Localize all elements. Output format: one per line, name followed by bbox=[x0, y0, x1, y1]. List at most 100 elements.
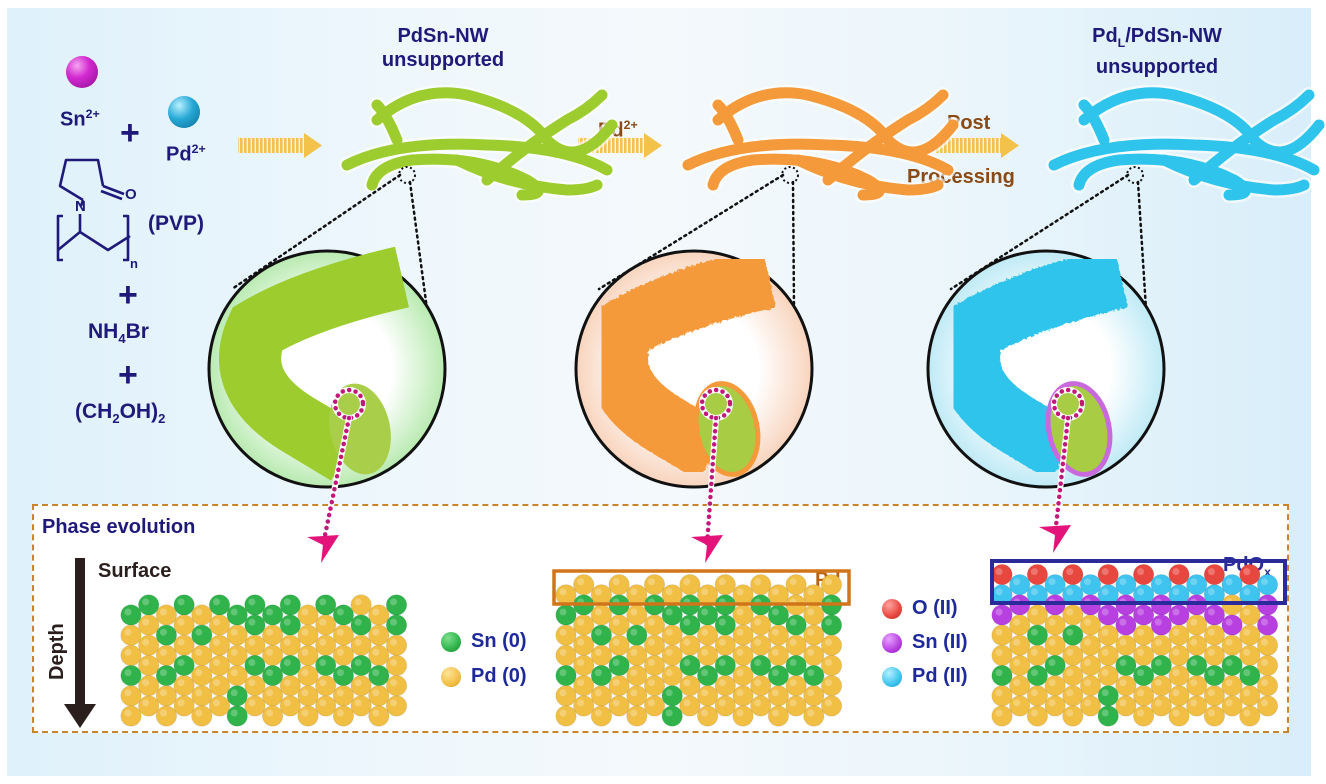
atom-Y bbox=[714, 634, 736, 656]
pd0-dot-icon bbox=[441, 666, 461, 687]
atom-Y bbox=[368, 705, 390, 727]
atom-Y bbox=[590, 584, 613, 606]
pd-ion-symbol: Pd bbox=[166, 143, 192, 166]
atom-M bbox=[991, 604, 1013, 626]
pvp-subscript-n: n bbox=[130, 256, 138, 271]
atom-M bbox=[1203, 604, 1226, 626]
atom-Y bbox=[661, 664, 683, 687]
atom-Y bbox=[1256, 675, 1279, 697]
pdsn-lattice bbox=[120, 594, 408, 727]
atom-G bbox=[244, 594, 266, 616]
atom-Y bbox=[1079, 695, 1102, 717]
pd-ion-label: Pd2+ bbox=[166, 142, 206, 167]
pd-shell-highlight-box bbox=[552, 569, 851, 606]
atom-Y bbox=[820, 695, 843, 717]
atom-Y bbox=[555, 705, 577, 727]
atom-Y bbox=[1239, 624, 1261, 646]
atom-Y bbox=[297, 604, 319, 626]
atom-G bbox=[191, 624, 213, 646]
atom-Y bbox=[155, 685, 178, 707]
atom-Y bbox=[679, 634, 701, 656]
stage3-title-subscript: L bbox=[1117, 36, 1126, 50]
pdox-label-sub: x bbox=[1264, 565, 1272, 579]
atom-Y bbox=[785, 675, 807, 697]
atom-G bbox=[991, 664, 1013, 687]
atom-G bbox=[350, 654, 372, 677]
atom-Y bbox=[767, 705, 790, 727]
atom-G bbox=[279, 654, 301, 677]
atom-Y bbox=[696, 644, 719, 667]
atom-Y bbox=[385, 675, 408, 697]
legend-label: Pd (0) bbox=[471, 665, 527, 687]
stage3-title-line1: PdL/PdSn-NW bbox=[1092, 24, 1222, 55]
nanowire-segment bbox=[1158, 154, 1310, 196]
atom-R bbox=[1203, 563, 1226, 586]
atom-Y bbox=[590, 604, 613, 626]
atom-Y bbox=[696, 584, 719, 606]
atom-Y bbox=[1168, 685, 1190, 707]
nh4br-part: Br bbox=[125, 320, 149, 343]
pd-shell-lattice bbox=[555, 574, 843, 727]
atom-Y bbox=[191, 604, 213, 626]
atom-Y bbox=[1256, 634, 1279, 656]
atom-Y bbox=[155, 604, 178, 626]
atom-Y bbox=[732, 685, 754, 707]
pvp-label: (PVP) bbox=[148, 212, 205, 235]
atom-Y bbox=[1256, 654, 1279, 677]
atom-Y bbox=[696, 624, 719, 646]
atom-C bbox=[1256, 574, 1279, 596]
nh4br-label: NH4Br bbox=[88, 320, 149, 346]
atom-Y bbox=[1150, 695, 1173, 717]
sn-ion-charge: 2+ bbox=[85, 107, 100, 121]
zoomed-wire bbox=[586, 246, 777, 481]
atom-G bbox=[332, 664, 355, 687]
nanowire-bundle-3 bbox=[1046, 84, 1326, 203]
atom-G bbox=[785, 614, 807, 636]
atom-Y bbox=[120, 644, 142, 667]
atom-G bbox=[696, 664, 719, 687]
arrow-3 bbox=[935, 133, 1019, 158]
atom-Y bbox=[315, 614, 337, 636]
sn-ion-symbol: Sn bbox=[60, 108, 86, 131]
atom-Y bbox=[155, 705, 178, 727]
zoomed-wire bbox=[219, 246, 410, 481]
atom-G bbox=[1132, 664, 1155, 687]
atom-G bbox=[279, 614, 301, 636]
atom-Y bbox=[173, 695, 195, 717]
atom-G bbox=[750, 654, 772, 677]
atom-Y bbox=[208, 695, 231, 717]
pdox-shell-highlight-box bbox=[990, 559, 1287, 605]
plus-sign-3: + bbox=[118, 356, 138, 394]
atom-Y bbox=[1097, 664, 1119, 687]
atom-Y bbox=[643, 654, 666, 677]
atom-G bbox=[1186, 654, 1208, 677]
atom-Y bbox=[1009, 675, 1031, 697]
atom-Y bbox=[173, 675, 195, 697]
atom-Y bbox=[991, 624, 1013, 646]
pvp-n-atom: N bbox=[75, 198, 86, 215]
magenta-link-arrow-1 bbox=[307, 415, 352, 563]
atom-Y bbox=[820, 634, 843, 656]
pd-ion-sphere-icon bbox=[168, 96, 200, 128]
stage3-title-pd: Pd bbox=[1092, 25, 1118, 47]
atom-Y bbox=[696, 685, 719, 707]
atom-Y bbox=[555, 584, 577, 606]
atom-G bbox=[767, 604, 790, 626]
legend-item-pd0: Pd (0) bbox=[441, 665, 527, 688]
atom-Y bbox=[173, 634, 195, 656]
atom-Y bbox=[679, 574, 701, 596]
atom-G bbox=[208, 594, 231, 616]
atom-Y bbox=[750, 675, 772, 697]
atom-Y bbox=[1062, 685, 1084, 707]
atom-Y bbox=[244, 695, 266, 717]
atom-Y bbox=[191, 664, 213, 687]
depth-arrow-icon bbox=[64, 558, 96, 728]
stage1-title: PdSn-NW unsupported bbox=[382, 24, 504, 72]
atom-Y bbox=[1009, 695, 1031, 717]
atom-Y bbox=[661, 644, 683, 667]
atom-Y bbox=[573, 675, 595, 697]
atom-Y bbox=[297, 705, 319, 727]
atom-G bbox=[679, 614, 701, 636]
atom-Y bbox=[767, 644, 790, 667]
